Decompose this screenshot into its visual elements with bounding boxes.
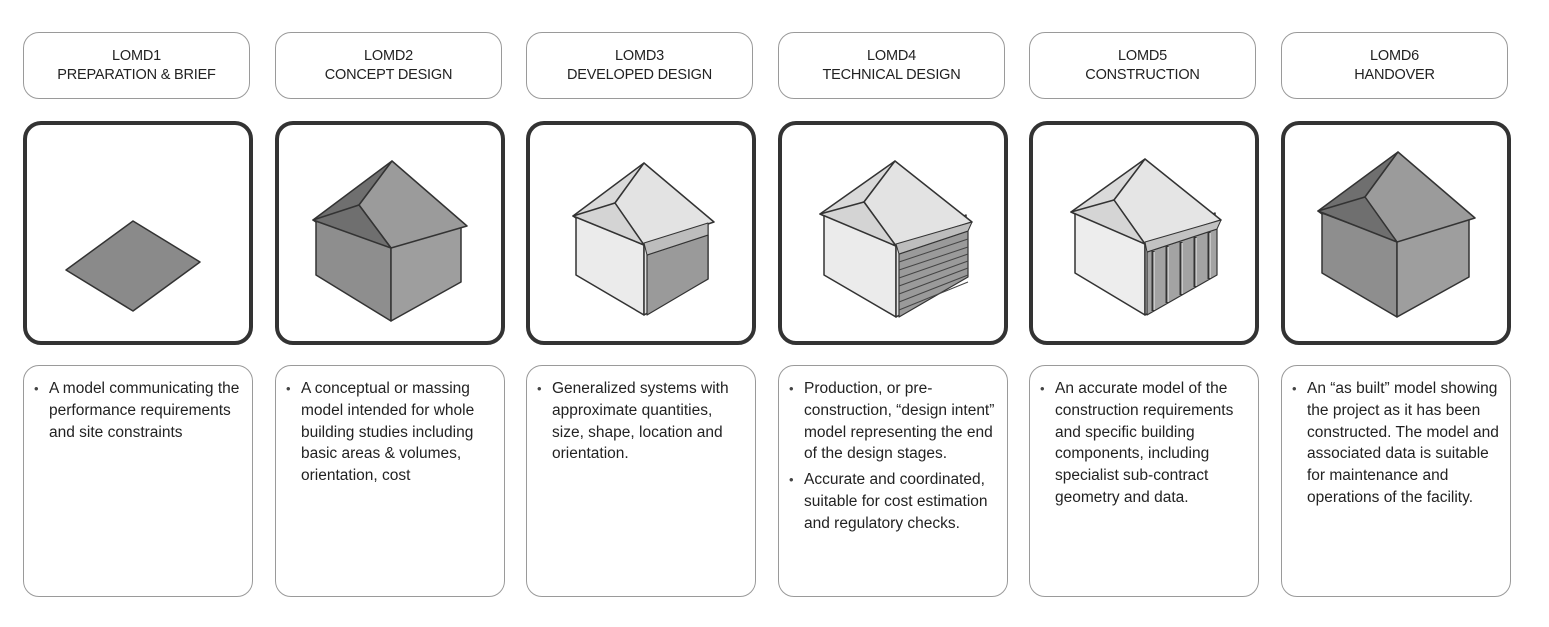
house-outline-icon	[1070, 158, 1222, 316]
stage-illustration-frame	[778, 121, 1008, 345]
stage-illustration-frame	[1281, 121, 1511, 345]
description-bullet: A model communicating the performance re…	[34, 378, 244, 443]
stage-name: HANDOVER	[1354, 66, 1435, 83]
stage-description: A conceptual or massing model intended f…	[275, 365, 505, 597]
stage-description: An accurate model of the construction re…	[1029, 365, 1259, 597]
stage-code: LOMD1	[112, 47, 161, 64]
stage-header: LOMD1 PREPARATION & BRIEF	[23, 32, 250, 99]
description-bullet: Production, or pre-construction, “design…	[789, 378, 999, 465]
description-bullet: An accurate model of the construction re…	[1040, 378, 1250, 509]
stage-header: LOMD3 DEVELOPED DESIGN	[526, 32, 753, 99]
stage-header: LOMD4 TECHNICAL DESIGN	[778, 32, 1005, 99]
stage-description: An “as built” model showing the project …	[1281, 365, 1511, 597]
stage-name: CONSTRUCTION	[1085, 66, 1200, 83]
stage-code: LOMD4	[867, 47, 916, 64]
stage-description: A model communicating the performance re…	[23, 365, 253, 597]
house-outline-icon	[572, 162, 715, 316]
description-bullet: Generalized systems with approximate qua…	[537, 378, 747, 465]
stage-code: LOMD2	[364, 47, 413, 64]
stage-name: PREPARATION & BRIEF	[57, 66, 216, 83]
stage-name: CONCEPT DESIGN	[324, 66, 453, 83]
description-bullet: An “as built” model showing the project …	[1292, 378, 1502, 509]
stage-illustration-frame	[526, 121, 756, 345]
house-mass-icon	[312, 160, 468, 322]
stage-header: LOMD6 HANDOVER	[1281, 32, 1508, 99]
stage-code: LOMD6	[1370, 47, 1419, 64]
stage-header: LOMD5 CONSTRUCTION	[1029, 32, 1256, 99]
stage-name: DEVELOPED DESIGN	[566, 66, 713, 83]
stage-illustration-frame	[23, 121, 253, 345]
site-plane-icon	[65, 220, 201, 312]
stage-code: LOMD5	[1118, 47, 1167, 64]
stage-illustration-frame	[1029, 121, 1259, 345]
stage-code: LOMD3	[615, 47, 664, 64]
house-outline-icon	[819, 160, 973, 318]
stage-description: Generalized systems with approximate qua…	[526, 365, 756, 597]
house-mass-icon	[1317, 151, 1476, 318]
stage-name: TECHNICAL DESIGN	[822, 66, 961, 83]
stage-illustration-frame	[275, 121, 505, 345]
description-bullet: Accurate and coordinated, suitable for c…	[789, 469, 999, 534]
stage-description: Production, or pre-construction, “design…	[778, 365, 1008, 597]
description-bullet: A conceptual or massing model intended f…	[286, 378, 496, 487]
stage-header: LOMD2 CONCEPT DESIGN	[275, 32, 502, 99]
